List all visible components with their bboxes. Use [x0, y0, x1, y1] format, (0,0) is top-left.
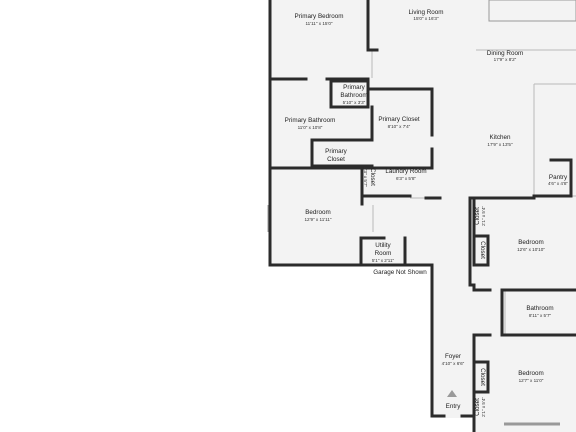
svg-text:Bedroom: Bedroom — [518, 239, 544, 246]
svg-text:8'11" x 5'7": 8'11" x 5'7" — [529, 313, 552, 318]
svg-text:Primary Bathroom: Primary Bathroom — [285, 117, 336, 124]
svg-text:Kitchen: Kitchen — [489, 134, 511, 141]
svg-text:Closet: Closet — [327, 156, 345, 163]
svg-text:12'7" x 11'0": 12'7" x 11'0" — [519, 378, 544, 383]
room-label-primary-bedroom: Primary Bedroom 11'11" x 15'0" — [295, 13, 344, 26]
svg-text:Dining Room: Dining Room — [487, 50, 523, 57]
svg-text:15'0" x 16'3": 15'0" x 16'3" — [413, 16, 439, 21]
svg-text:Bathroom: Bathroom — [340, 92, 367, 99]
svg-text:Room: Room — [375, 250, 392, 257]
closet-label-right-top-inner: Closet — [479, 241, 486, 259]
svg-text:8'10" x 7'4": 8'10" x 7'4" — [388, 124, 411, 129]
svg-text:12'9" x 11'11": 12'9" x 11'11" — [304, 217, 331, 222]
svg-text:Foyer: Foyer — [445, 353, 461, 360]
svg-text:Bedroom: Bedroom — [518, 370, 544, 377]
floor-area — [270, 0, 576, 432]
svg-text:Closet: Closet — [474, 207, 481, 225]
svg-text:11'11" x 15'0": 11'11" x 15'0" — [305, 21, 332, 26]
svg-text:11'0" x 10'8": 11'0" x 10'8" — [298, 125, 323, 130]
room-label-laundry-room: Laundry Room 6'3" x 5'8" — [385, 168, 426, 181]
room-label-primary-bath-small: Primary Bathroom 5'10" x 3'3" — [340, 84, 367, 105]
room-label-living-room: Living Room 15'0" x 16'3" — [409, 9, 444, 21]
svg-text:5'10" x 3'3": 5'10" x 3'3" — [343, 100, 366, 105]
window-living — [488, 0, 576, 22]
svg-text:Primary: Primary — [343, 84, 366, 91]
svg-text:17'9" x 8'2": 17'9" x 8'2" — [494, 57, 517, 62]
svg-text:2'1" x 5'4": 2'1" x 5'4" — [481, 397, 486, 417]
svg-text:Bathroom: Bathroom — [526, 305, 553, 312]
svg-text:Primary Closet: Primary Closet — [378, 116, 420, 123]
svg-text:6'3" x 5'8": 6'3" x 5'8" — [396, 176, 416, 181]
room-label-primary-closet: Primary Closet 8'10" x 7'4" — [378, 116, 420, 129]
closet-label-right-bottom-outer: Closet 2'1" x 5'4" — [474, 397, 486, 417]
entry-label: Entry — [446, 403, 462, 410]
svg-text:Closet: Closet — [474, 398, 481, 416]
room-label-bedroom-right-top: Bedroom 12'6" x 10'10" — [517, 239, 545, 252]
closet-label-right-bottom-inner: Closet — [479, 368, 486, 386]
closet-label-center: Closet 2'3" x 5'7" — [363, 167, 376, 187]
svg-text:Utility: Utility — [375, 242, 391, 249]
room-label-foyer: Foyer 4'10" x 6'6" — [442, 353, 465, 366]
room-label-primary-closet-small: Primary Closet — [325, 148, 348, 163]
closet-label-right-top-outer: Closet 2'1" x 5'4" — [474, 206, 486, 226]
svg-text:Closet: Closet — [479, 368, 486, 386]
svg-text:2'1" x 5'4": 2'1" x 5'4" — [481, 206, 486, 226]
svg-text:Closet: Closet — [479, 241, 486, 259]
svg-text:2'3" x 5'7": 2'3" x 5'7" — [363, 167, 368, 187]
svg-text:Pantry: Pantry — [549, 174, 568, 181]
svg-text:5'1" x 2'11": 5'1" x 2'11" — [372, 258, 395, 263]
svg-text:Bedroom: Bedroom — [305, 209, 331, 216]
room-label-utility-room: Utility Room 5'1" x 2'11" — [372, 242, 395, 263]
room-label-pantry: Pantry 4'6" x 4'8" — [548, 174, 568, 186]
room-label-bedroom-left: Bedroom 12'9" x 11'11" — [304, 209, 331, 222]
room-label-kitchen: Kitchen 17'9" x 13'5" — [487, 134, 513, 147]
svg-text:Closet: Closet — [369, 168, 376, 186]
svg-text:12'6" x 10'10": 12'6" x 10'10" — [517, 247, 545, 252]
entry-arrow-icon — [447, 390, 457, 397]
svg-text:4'6" x 4'8": 4'6" x 4'8" — [548, 181, 568, 186]
walls — [268, 0, 576, 432]
room-label-bedroom-right-bottom: Bedroom 12'7" x 11'0" — [518, 370, 544, 383]
svg-text:Primary: Primary — [325, 148, 348, 155]
svg-text:Laundry Room: Laundry Room — [385, 168, 426, 175]
room-label-dining-room: Dining Room 17'9" x 8'2" — [487, 50, 523, 62]
room-label-primary-bathroom: Primary Bathroom 11'0" x 10'8" — [285, 117, 336, 130]
svg-text:17'9" x 13'5": 17'9" x 13'5" — [487, 142, 513, 147]
garage-label: Garage Not Shown — [373, 269, 427, 276]
svg-text:Living Room: Living Room — [409, 9, 444, 16]
svg-text:Primary Bedroom: Primary Bedroom — [295, 13, 344, 20]
svg-text:4'10" x 6'6": 4'10" x 6'6" — [442, 361, 465, 366]
room-label-bathroom: Bathroom 8'11" x 5'7" — [526, 305, 553, 318]
